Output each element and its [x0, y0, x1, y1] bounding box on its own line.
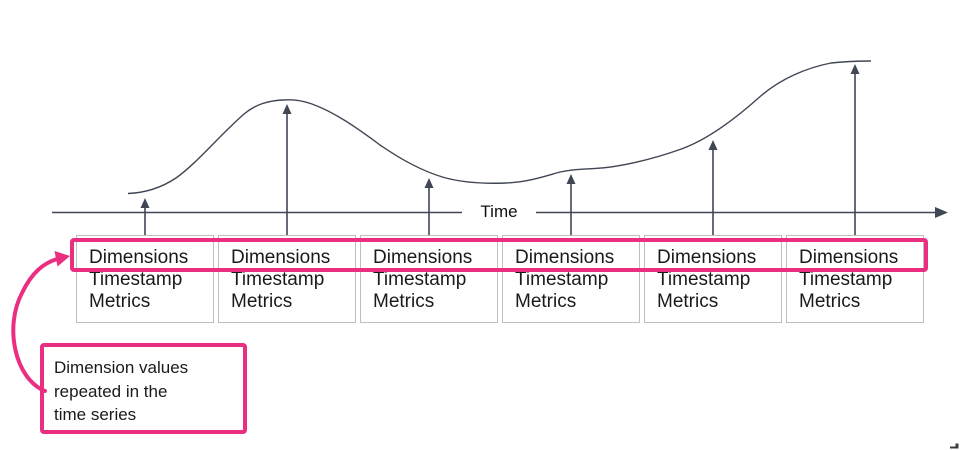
value-arrow-2 [282, 104, 292, 237]
record-dimensions-label: Dimensions [373, 247, 473, 268]
dimensions-highlight-band [70, 238, 928, 272]
record-timestamp-label: Timestamp [231, 269, 325, 290]
record-box-6: Dimensions Timestamp Metrics [786, 235, 924, 323]
record-metrics-label: Metrics [657, 291, 719, 312]
record-timestamp-label: Timestamp [373, 269, 467, 290]
value-arrow-6 [850, 64, 860, 237]
record-metrics-label: Metrics [799, 291, 861, 312]
time-series-curve [127, 60, 872, 195]
corner-artifact [950, 443, 959, 449]
callout-arrowhead-icon [54, 251, 70, 267]
record-dimensions-label: Dimensions [231, 247, 331, 268]
record-dimensions-label: Dimensions [515, 247, 615, 268]
value-arrow-3 [424, 178, 434, 237]
record-timestamp-label: Timestamp [799, 269, 893, 290]
record-metrics-label: Metrics [231, 291, 293, 312]
record-dimensions-label: Dimensions [799, 247, 899, 268]
callout-box: Dimension values repeated in the time se… [40, 343, 247, 434]
callout-text-line: Dimension values [54, 358, 189, 377]
record-box-5: Dimensions Timestamp Metrics [644, 235, 782, 323]
record-box-4: Dimensions Timestamp Metrics [502, 235, 640, 323]
record-box-1: Dimensions Timestamp Metrics [76, 235, 214, 323]
record-dimensions-label: Dimensions [89, 247, 189, 268]
record-metrics-label: Metrics [515, 291, 577, 312]
record-dimensions-label: Dimensions [657, 247, 757, 268]
record-metrics-label: Metrics [89, 291, 151, 312]
record-box-3: Dimensions Timestamp Metrics [360, 235, 498, 323]
time-axis-label: Time [462, 201, 536, 223]
callout-text-line: repeated in the [54, 381, 168, 401]
value-arrow-1 [140, 198, 150, 237]
record-timestamp-label: Timestamp [657, 269, 751, 290]
time-axis-arrowhead-icon [935, 207, 948, 218]
value-arrow-4 [566, 174, 576, 237]
record-box-2: Dimensions Timestamp Metrics [218, 235, 356, 323]
record-metrics-label: Metrics [373, 291, 435, 312]
callout-text-line: time series [54, 405, 137, 424]
record-timestamp-label: Timestamp [515, 269, 609, 290]
value-arrow-5 [708, 140, 718, 237]
record-timestamp-label: Timestamp [89, 269, 183, 290]
